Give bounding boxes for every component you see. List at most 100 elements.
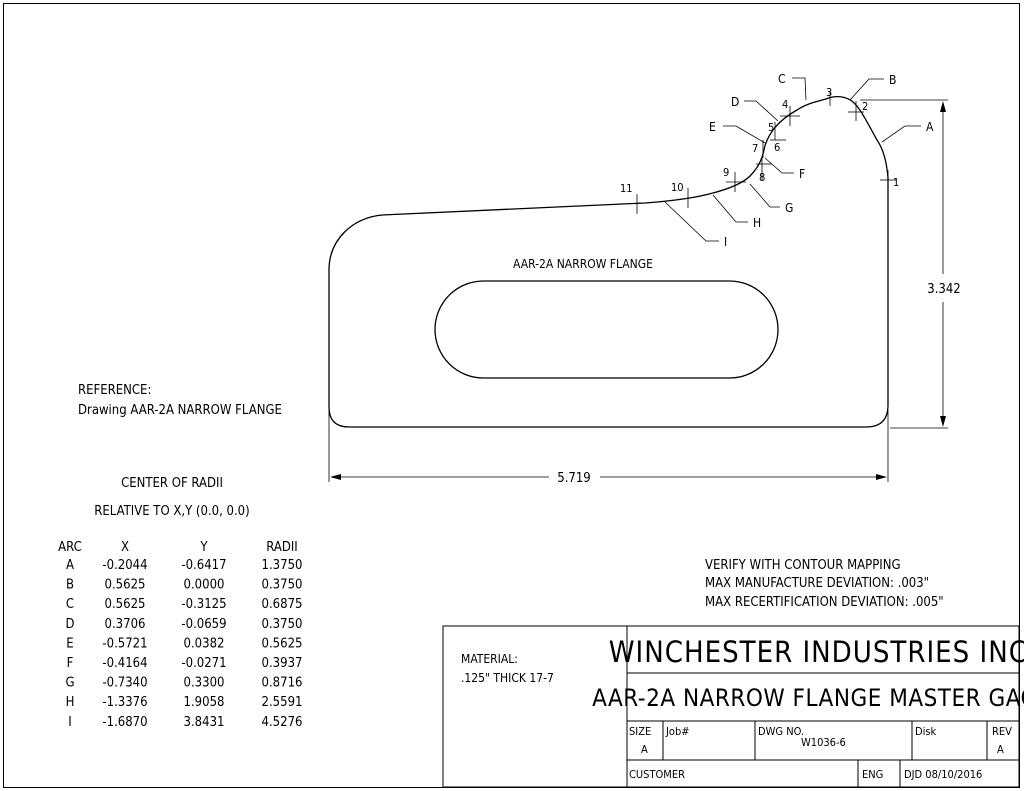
radii-cell-value: 0.3300 xyxy=(184,676,225,691)
part-label: AAR-2A NARROW FLANGE xyxy=(513,257,653,271)
point-label-7: 7 xyxy=(752,142,758,155)
arc-label-a: A xyxy=(926,120,934,134)
arrowhead xyxy=(940,101,946,112)
arc-label-i: I xyxy=(724,235,727,249)
point-label-6: 6 xyxy=(774,141,780,154)
size-value: A xyxy=(641,743,648,756)
radii-cell-value: -1.6870 xyxy=(102,715,147,730)
part-outline xyxy=(328,95,889,428)
radii-cell-arc: I xyxy=(68,715,71,730)
arc-label-e: E xyxy=(709,120,716,134)
radii-cell-value: -0.4164 xyxy=(102,656,147,671)
radii-cell-arc: A xyxy=(66,558,74,573)
point-label-9: 9 xyxy=(723,166,729,179)
radii-cell-arc: D xyxy=(65,617,74,632)
radii-cell-value: -0.6417 xyxy=(181,558,226,573)
width-dimension-value: 5.719 xyxy=(557,471,590,486)
radii-cell-value: -0.2044 xyxy=(102,558,147,573)
eng-value: DJD 08/10/2016 xyxy=(904,768,982,781)
radii-cell-value: 0.0000 xyxy=(184,578,225,593)
radii-cell-arc: B xyxy=(66,578,74,593)
point-label-2: 2 xyxy=(862,100,868,113)
customer-label: CUSTOMER xyxy=(629,768,685,781)
job-label: Job# xyxy=(665,725,690,738)
note-line: VERIFY WITH CONTOUR MAPPING xyxy=(705,558,901,573)
dwg-label: DWG NO. xyxy=(758,725,804,738)
radii-cell-value: 0.5625 xyxy=(105,597,146,612)
width-dimension: 5.719 xyxy=(328,410,889,486)
radii-cell-value: 0.3706 xyxy=(105,617,146,632)
height-dimension-value: 3.342 xyxy=(927,282,960,297)
radii-cell-value: 0.3750 xyxy=(262,617,303,632)
radii-cell-value: 0.3937 xyxy=(262,656,303,671)
radii-cell-value: -0.0659 xyxy=(181,617,226,632)
rev-value: A xyxy=(997,743,1004,756)
radii-cell-value: -0.7340 xyxy=(102,676,147,691)
radii-header-x: X xyxy=(121,540,129,555)
radii-cell-value: -0.0271 xyxy=(181,656,226,671)
reference-heading: REFERENCE: xyxy=(78,383,151,398)
notes: VERIFY WITH CONTOUR MAPPING MAX MANUFACT… xyxy=(705,558,944,610)
arc-leaders: A B C D E F G H I xyxy=(664,72,934,249)
point-label-8: 8 xyxy=(759,171,765,184)
point-label-10: 10 xyxy=(671,181,684,194)
inner-slot xyxy=(434,280,779,379)
radii-cell-arc: F xyxy=(67,656,74,671)
eng-label: ENG xyxy=(862,768,883,781)
arc-label-c: C xyxy=(778,72,786,86)
radii-cell-value: -0.3125 xyxy=(181,597,226,612)
arrowhead xyxy=(330,474,341,480)
radii-cell-value: 3.8431 xyxy=(184,715,225,730)
arrowhead xyxy=(940,416,946,427)
material-label: MATERIAL: xyxy=(461,652,518,666)
radii-cell-value: 0.5625 xyxy=(105,578,146,593)
dwg-value: W1036-6 xyxy=(801,736,846,749)
point-label-4: 4 xyxy=(782,98,788,111)
radii-cell-value: 0.6875 xyxy=(262,597,303,612)
title-block: MATERIAL: .125" THICK 17-7 WINCHESTER IN… xyxy=(442,625,1024,788)
material-value: .125" THICK 17-7 xyxy=(461,671,554,685)
company-name: WINCHESTER INDUSTRIES INC. xyxy=(609,635,1024,669)
radii-cell-value: 0.0382 xyxy=(184,636,225,651)
note-line: MAX RECERTIFICATION DEVIATION: .005" xyxy=(705,595,944,610)
point-markers: 1 2 3 4 5 6 7 8 9 10 11 xyxy=(620,86,899,214)
reference-text: Drawing AAR-2A NARROW FLANGE xyxy=(78,403,282,418)
part-name: AAR-2A NARROW FLANGE MASTER GAGE xyxy=(592,684,1024,712)
radii-table-subtitle: RELATIVE TO X,Y (0.0, 0.0) xyxy=(94,504,249,519)
radii-table: CENTER OF RADII RELATIVE TO X,Y (0.0, 0.… xyxy=(58,476,302,730)
radii-header-radii: RADII xyxy=(266,540,298,555)
rev-label: REV xyxy=(992,725,1012,738)
radii-header-y: Y xyxy=(199,540,208,555)
height-dimension: 3.342 xyxy=(860,99,961,429)
radii-cell-value: 0.8716 xyxy=(262,676,303,691)
radii-cell-value: -0.5721 xyxy=(102,636,147,651)
radii-cell-value: 1.9058 xyxy=(184,695,225,710)
radii-cell-value: 4.5276 xyxy=(262,715,303,730)
point-label-3: 3 xyxy=(826,86,832,99)
arc-label-h: H xyxy=(753,216,761,230)
radii-table-title: CENTER OF RADII xyxy=(121,476,223,491)
arc-label-g: G xyxy=(785,201,793,215)
radii-cell-value: 2.5591 xyxy=(262,695,303,710)
arc-label-b: B xyxy=(889,73,896,87)
radii-cell-arc: C xyxy=(66,597,74,612)
radii-cell-value: -1.3376 xyxy=(102,695,147,710)
note-line: MAX MANUFACTURE DEVIATION: .003" xyxy=(705,576,929,591)
point-label-5: 5 xyxy=(768,121,774,134)
radii-cell-value: 1.3750 xyxy=(262,558,303,573)
arc-label-f: F xyxy=(799,167,805,181)
radii-header-arc: ARC xyxy=(58,540,82,555)
radii-cell-value: 0.5625 xyxy=(262,636,303,651)
radii-cell-arc: H xyxy=(66,695,75,710)
arrowhead xyxy=(876,474,887,480)
size-label: SIZE xyxy=(629,725,651,738)
radii-cell-arc: E xyxy=(66,636,73,651)
disk-label: Disk xyxy=(915,725,937,738)
point-label-1: 1 xyxy=(893,176,899,189)
radii-cell-value: 0.3750 xyxy=(262,578,303,593)
point-label-11: 11 xyxy=(620,182,633,195)
radii-cell-arc: G xyxy=(65,676,74,691)
arc-label-d: D xyxy=(731,95,739,109)
